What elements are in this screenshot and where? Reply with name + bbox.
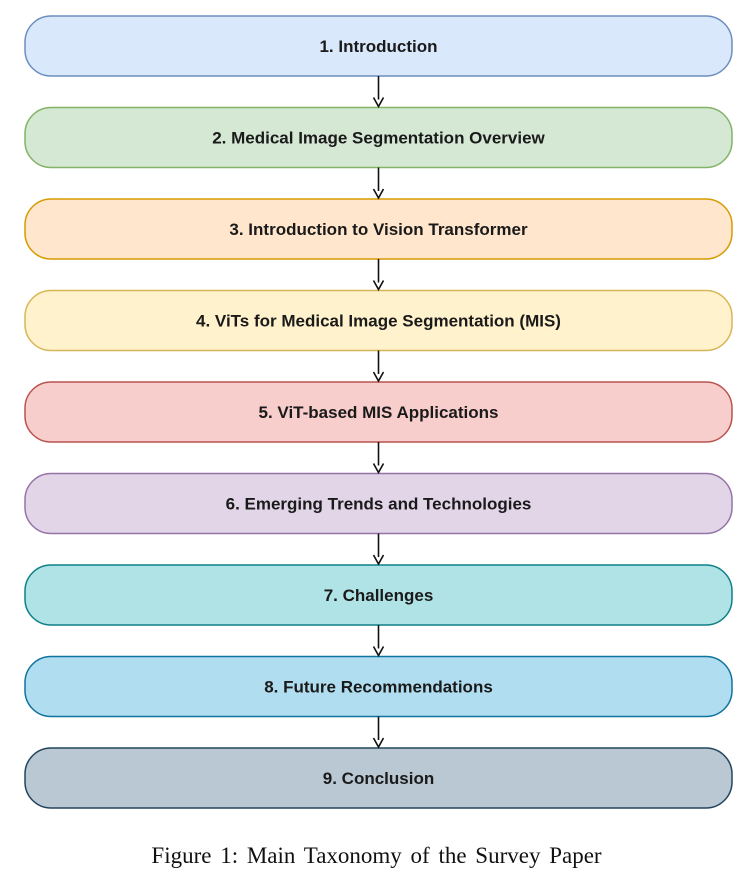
flow-arrow bbox=[372, 716, 385, 749]
stage-box-3: 3. Introduction to Vision Transformer bbox=[24, 198, 733, 260]
stage-box-5: 5. ViT-based MIS Applications bbox=[24, 381, 733, 443]
stage-label: 9. Conclusion bbox=[323, 769, 434, 788]
stage-label: 7. Challenges bbox=[324, 586, 434, 605]
stage-label: 4. ViTs for Medical Image Segmentation (… bbox=[196, 312, 561, 331]
arrow-head bbox=[372, 554, 385, 566]
stage-box-8: 8. Future Recommendations bbox=[24, 655, 733, 718]
stage-box-9: 9. Conclusion bbox=[24, 747, 733, 809]
stage-label: 3. Introduction to Vision Transformer bbox=[229, 220, 528, 239]
taxonomy-flowchart: 1. Introduction 2. Medical Image Segmenta… bbox=[24, 15, 733, 809]
arrow-head bbox=[372, 188, 385, 200]
arrow-head bbox=[372, 463, 385, 475]
stage-label: 6. Emerging Trends and Technologies bbox=[226, 495, 532, 514]
stages-layer: 1. Introduction 2. Medical Image Segmenta… bbox=[24, 15, 733, 809]
flow-arrow bbox=[372, 442, 385, 475]
flow-arrow bbox=[372, 533, 385, 566]
flow-arrow bbox=[372, 350, 385, 383]
arrow-head bbox=[372, 737, 385, 749]
stage-box-7: 7. Challenges bbox=[24, 564, 733, 626]
stage-box-6: 6. Emerging Trends and Technologies bbox=[24, 472, 733, 535]
stage-label: 8. Future Recommendations bbox=[264, 678, 493, 697]
arrows-layer bbox=[372, 76, 385, 749]
flow-arrow bbox=[372, 259, 385, 292]
stage-box-2: 2. Medical Image Segmentation Overview bbox=[24, 106, 733, 169]
flow-arrow bbox=[372, 625, 385, 658]
stage-box-4: 4. ViTs for Medical Image Segmentation (… bbox=[24, 289, 733, 352]
figure-caption: Figure 1: Main Taxonomy of the Survey Pa… bbox=[151, 843, 602, 868]
flow-arrow bbox=[372, 76, 385, 109]
stage-label: 2. Medical Image Segmentation Overview bbox=[212, 129, 545, 148]
arrow-head bbox=[372, 97, 385, 109]
stage-box-1: 1. Introduction bbox=[24, 15, 733, 77]
arrow-head bbox=[372, 280, 385, 292]
stage-label: 1. Introduction bbox=[319, 37, 437, 56]
flow-arrow bbox=[372, 167, 385, 200]
arrow-head bbox=[372, 371, 385, 383]
arrow-head bbox=[372, 646, 385, 658]
stage-label: 5. ViT-based MIS Applications bbox=[259, 403, 499, 422]
